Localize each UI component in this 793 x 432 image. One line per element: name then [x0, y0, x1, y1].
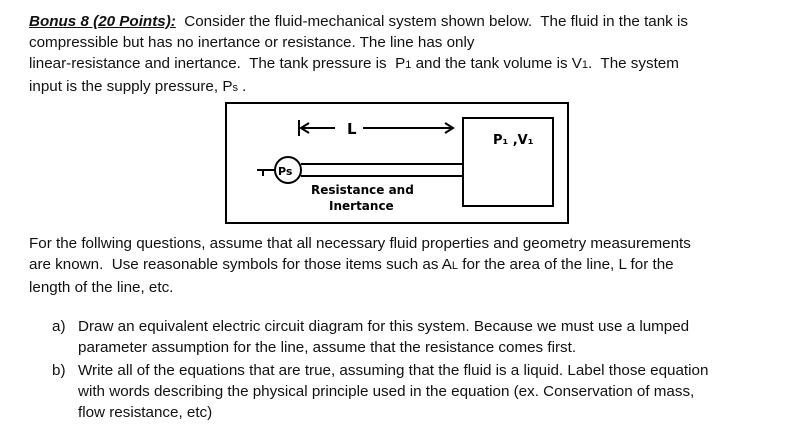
problem-text: .: [237, 78, 247, 95]
question-marker: b): [52, 362, 66, 379]
question-line: with words describing the physical princ…: [78, 383, 695, 400]
bonus-title: Bonus 8 (20 Points):: [29, 13, 176, 30]
problem-line-4: input is the supply pressure, Ps .: [29, 76, 789, 99]
problem-line-2: compressible but has no inertance or res…: [29, 34, 475, 51]
problem-text: input is the supply pressure, P: [29, 78, 233, 95]
question-list: a) Draw an equivalent electric circuit d…: [52, 316, 782, 425]
assumptions-line-1: For the follwing questions, assume that …: [29, 235, 691, 252]
system-figure: L Ps P₁ ,V₁ Resistance and Inertance: [225, 102, 569, 224]
tank: [462, 117, 554, 207]
problem-line-3: linear-resistance and inertance. The tan…: [29, 53, 789, 76]
subscript: 1: [405, 59, 412, 71]
pipe-label-line-1: Resistance and: [311, 183, 414, 197]
problem-text: . The system: [588, 55, 679, 72]
pipe-label-line-2: Inertance: [329, 199, 394, 213]
question-a: a) Draw an equivalent electric circuit d…: [52, 316, 782, 358]
subscript: 1: [581, 59, 589, 71]
problem-statement: Bonus 8 (20 Points): Consider the fluid-…: [29, 11, 789, 99]
question-line: flow resistance, etc): [78, 404, 213, 421]
question-b: b) Write all of the equations that are t…: [52, 360, 782, 423]
supply-pressure-label: Ps: [278, 165, 293, 178]
assumptions-text: are known. Use reasonable symbols for th…: [29, 256, 452, 273]
problem-text: and the tank volume is V: [411, 55, 582, 72]
length-arrow-left-head: [299, 122, 310, 134]
question-line: Write all of the equations that are true…: [78, 362, 709, 379]
question-line: parameter assumption for the line, assum…: [78, 339, 577, 356]
assumptions-line-3: length of the line, etc.: [29, 279, 174, 296]
length-arrow-right-head: [444, 122, 455, 134]
problem-line-1: Bonus 8 (20 Points): Consider the fluid-…: [29, 11, 789, 32]
tank-label: P₁ ,V₁: [493, 133, 533, 148]
question-line: Draw an equivalent electric circuit diag…: [78, 318, 690, 335]
supply-pressure-circle: [274, 156, 302, 184]
question-marker: a): [52, 318, 66, 335]
assumptions-text: for the area of the line, L for the: [458, 256, 674, 273]
problem-text: linear-resistance and inertance. The tan…: [29, 55, 406, 72]
assumptions-paragraph: For the follwing questions, assume that …: [29, 233, 789, 298]
length-label: L: [347, 120, 357, 138]
subscript: s: [232, 82, 238, 94]
subscript: L: [451, 260, 459, 272]
problem-text: Consider the fluid-mechanical system sho…: [175, 13, 688, 30]
assumptions-line-2: are known. Use reasonable symbols for th…: [29, 254, 789, 277]
fluid-system-diagram: L Ps P₁ ,V₁ Resistance and Inertance: [257, 117, 554, 213]
